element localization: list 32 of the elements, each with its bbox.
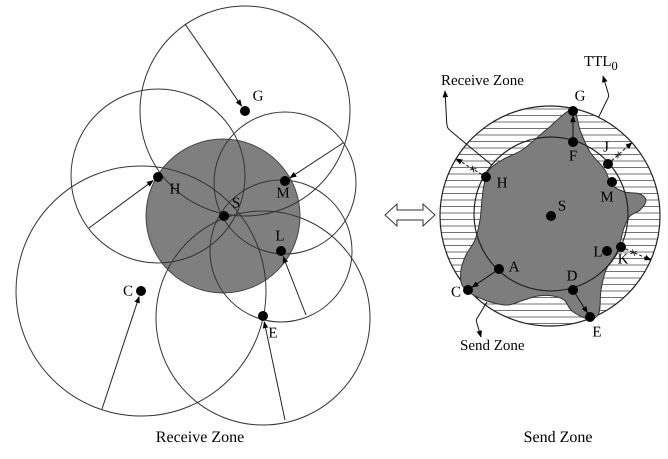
node-label: E <box>592 326 602 340</box>
node-label: F <box>568 150 578 164</box>
node-label: S <box>232 196 240 212</box>
panel-caption: Send Zone <box>524 429 592 447</box>
leader-arrow <box>442 90 492 166</box>
node-label: L <box>275 230 285 244</box>
zone-annotation: TTL$_{0}$ <box>584 54 618 75</box>
panel-caption: Receive Zone <box>156 429 244 447</box>
blocked-arrow <box>456 158 491 180</box>
arrow <box>570 115 576 138</box>
zone-annotation: Receive Zone <box>441 73 524 90</box>
node-label: M <box>600 190 614 206</box>
node-label: G <box>252 90 264 104</box>
node-label: D <box>566 270 578 284</box>
arrow <box>575 294 588 314</box>
zone-annotation: Send Zone <box>460 338 525 355</box>
node-label: H <box>496 176 508 192</box>
node-label: S <box>558 200 566 214</box>
leader-arrow <box>598 75 610 118</box>
leader-arrow <box>476 302 488 338</box>
node-label: A <box>508 260 520 276</box>
node-label: G <box>574 90 586 104</box>
blocked-arrow <box>616 244 652 261</box>
node-label: C <box>451 286 461 300</box>
node-label: E <box>268 326 278 342</box>
node-label: J <box>603 140 609 156</box>
node-label: C <box>123 284 133 300</box>
node-label: K <box>618 252 628 268</box>
arrow <box>472 271 496 288</box>
node-label: M <box>276 186 290 202</box>
node-label: L <box>593 246 603 260</box>
blocked-arrow <box>604 142 632 168</box>
